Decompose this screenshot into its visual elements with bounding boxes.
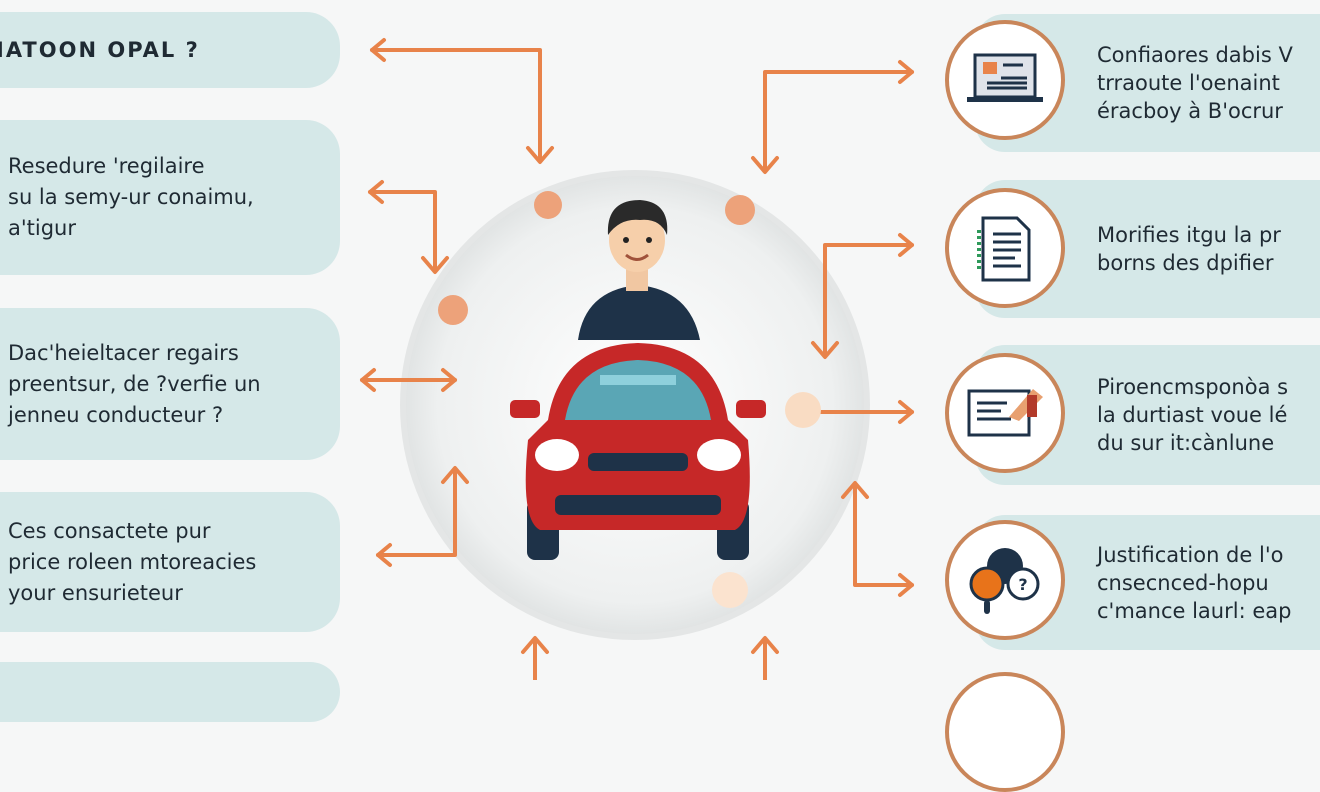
left-card-title: IATOON OPAL ? [0, 12, 340, 88]
signing-form-icon [945, 353, 1065, 473]
diagram-canvas [360, 38, 914, 680]
left-card: Dac'heieltacer regairs preentsur, de ?ve… [0, 308, 340, 460]
left-card: Resedure 'regilaire su la semy-ur conaim… [0, 120, 340, 275]
laptop-icon [945, 20, 1065, 140]
right-card-text: Confiaores dabis V trraoute l'oenaint ér… [1097, 43, 1293, 123]
right-card-text: Morifies itgu la pr borns des dpifier [1097, 223, 1281, 275]
left-card-text: Resedure 'regilaire su la semy-ur conaim… [8, 154, 254, 240]
right-card-text: Piroencmsponòa s la durtiast voue lé du … [1097, 375, 1289, 455]
right-card-text: Justification de l'o cnsecnced-hopu c'ma… [1097, 542, 1292, 623]
svg-text:?: ? [1018, 575, 1027, 594]
left-card-text: Dac'heieltacer regairs preentsur, de ?ve… [8, 340, 261, 427]
person-illustration [578, 200, 700, 340]
decorative-dots [438, 191, 821, 608]
left-card: Ces consactete pur price roleen mtoreaci… [0, 492, 340, 632]
title-text: IATOON OPAL ? [0, 37, 200, 62]
car-illustration [510, 343, 766, 560]
left-card-text: Ces consactete pur price roleen mtoreaci… [8, 518, 257, 605]
left-card-partial [0, 662, 340, 722]
partial-icon-circle [945, 672, 1065, 792]
connector-arrows [360, 38, 914, 680]
right-card: Confiaores dabis V trraoute l'oenaint ér… [975, 14, 1320, 152]
question-magnifier-icon: ? [945, 520, 1065, 640]
document-icon [945, 188, 1065, 308]
